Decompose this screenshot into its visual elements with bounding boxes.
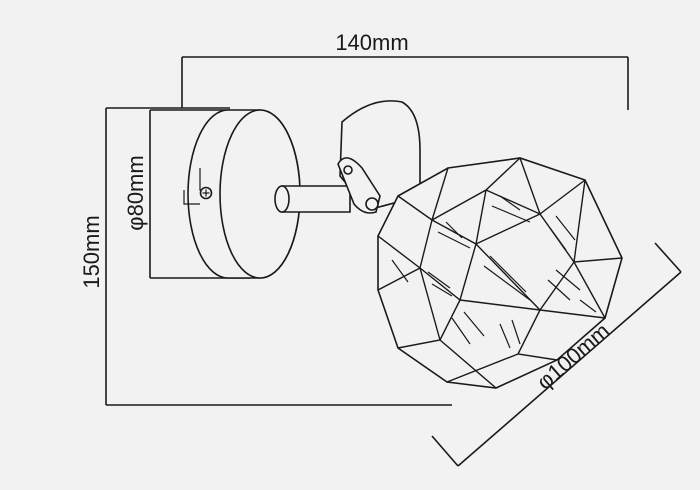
- base-diameter-label: φ80mm: [123, 155, 148, 230]
- shade-diameter-line: [457, 271, 682, 467]
- shade-extension-upper: [654, 242, 682, 273]
- height-label: 150mm: [79, 215, 104, 288]
- connecting-arm: [274, 185, 351, 213]
- faceted-shade: [377, 157, 623, 389]
- shade-extension-lower: [431, 435, 459, 467]
- width-label: 140mm: [335, 30, 408, 55]
- wall-base: [183, 109, 301, 279]
- lamp-holder: [337, 100, 421, 214]
- shade-hatch-lines: [391, 195, 597, 349]
- base-diameter-dimension: φ80mm: [123, 109, 250, 279]
- swivel-screw: [365, 197, 379, 211]
- height-dimension: 150mm: [79, 107, 452, 406]
- base-slot-lower: [183, 190, 200, 205]
- arm-rod: [281, 185, 351, 213]
- swivel-knob: [343, 165, 353, 175]
- arm-end-cap: [274, 185, 290, 213]
- width-dimension: 140mm: [181, 30, 629, 110]
